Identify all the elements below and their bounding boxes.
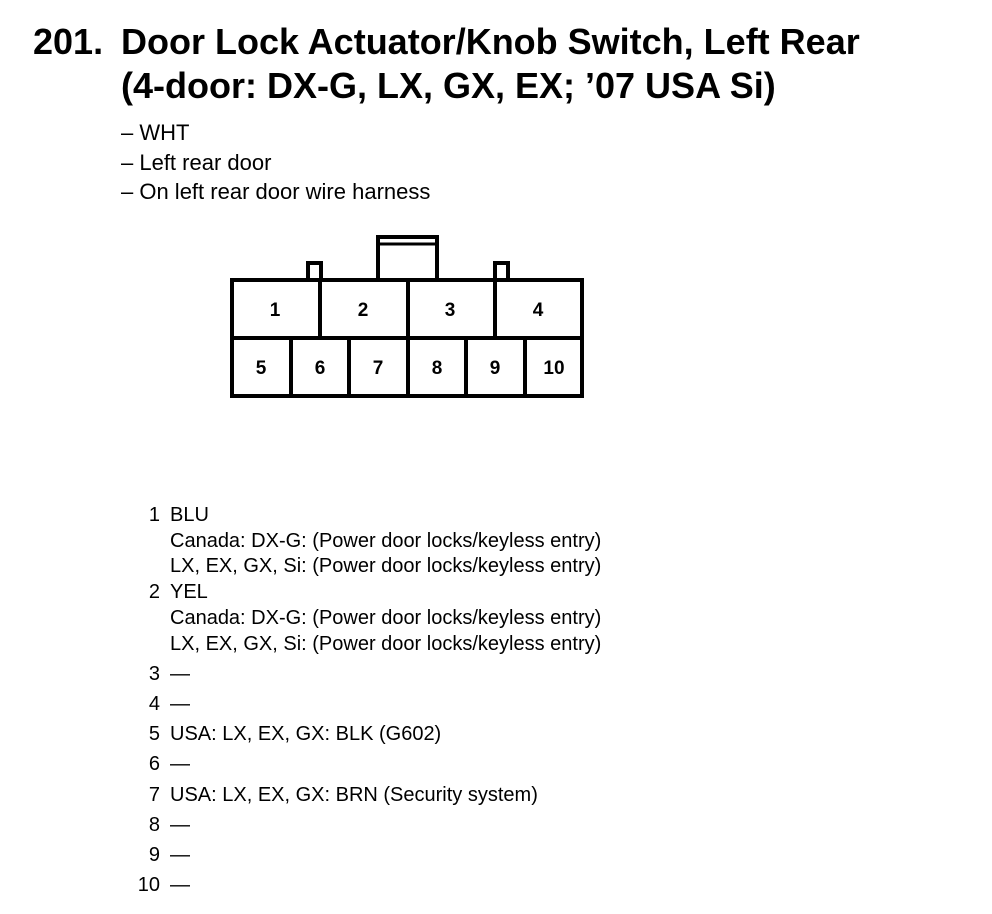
pin-description: USA: LX, EX, GX: BLK (G602) xyxy=(170,723,442,746)
note-location: – Left rear door xyxy=(121,149,272,175)
cavity-8: 8 xyxy=(432,358,443,379)
pin-description: — xyxy=(170,843,190,866)
pin-4: 4 — xyxy=(130,692,601,718)
pin-description: — xyxy=(170,662,190,685)
pin-number: 7 xyxy=(148,783,160,806)
cavity-1: 1 xyxy=(270,300,281,321)
pin-number: 2 xyxy=(148,581,160,604)
pin-description: — xyxy=(170,692,190,715)
connector-latch-right xyxy=(493,261,510,280)
pin-number: 6 xyxy=(148,753,160,776)
cavity-5: 5 xyxy=(256,358,267,379)
pin-5: 5 USA: LX, EX, GX: BLK (G602) xyxy=(130,722,601,748)
pin-number: 5 xyxy=(148,723,160,746)
pin-number: 4 xyxy=(148,692,160,715)
pin-description: Canada: DX-G: (Power door locks/keyless … xyxy=(170,606,602,629)
cavity-9: 9 xyxy=(490,358,501,379)
pin-description: — xyxy=(170,813,190,836)
pin-description: LX, EX, GX, Si: (Power door locks/keyles… xyxy=(170,632,602,655)
pin-description: Canada: DX-G: (Power door locks/keyless … xyxy=(170,529,602,552)
pin-3: 3 — xyxy=(130,662,601,688)
connector-latch-left xyxy=(306,261,323,280)
cavity-2: 2 xyxy=(358,300,369,321)
page-number: 201. xyxy=(33,21,104,62)
pin-description: LX, EX, GX, Si: (Power door locks/keyles… xyxy=(170,555,602,578)
cavity-7: 7 xyxy=(373,358,384,379)
page-title-line-2: (4-door: DX-G, LX, GX, EX; ’07 USA Si) xyxy=(121,65,776,106)
pin-number: 9 xyxy=(148,843,160,866)
pin-wire-color: YEL xyxy=(170,581,208,604)
pin-6: 6 — xyxy=(130,752,601,778)
connector-notes: – WHT – Left rear door – On left rear do… xyxy=(121,118,430,207)
pin-2: 2 YEL Canada: DX-G: (Power door locks/ke… xyxy=(130,580,601,657)
cavity-3: 3 xyxy=(445,300,456,321)
cavity-6: 6 xyxy=(315,358,326,379)
connector-diagram: 1 2 3 4 5 6 7 8 9 10 xyxy=(230,235,584,398)
pin-1: 1 BLU Canada: DX-G: (Power door locks/ke… xyxy=(130,503,601,580)
pin-wire-color: BLU xyxy=(170,504,209,526)
pin-number: 1 xyxy=(148,504,160,526)
pin-number: 10 xyxy=(137,874,160,897)
note-harness: – On left rear door wire harness xyxy=(121,179,431,204)
pin-description: — xyxy=(170,874,190,897)
page-title: Door Lock Actuator/Knob Switch, Left Rea… xyxy=(121,20,860,108)
pin-7: 7 USA: LX, EX, GX: BRN (Security system) xyxy=(130,783,601,809)
pin-description: — xyxy=(170,753,190,776)
note-color: – WHT xyxy=(121,120,190,145)
page-title-line-1: Door Lock Actuator/Knob Switch, Left Rea… xyxy=(121,21,860,62)
pin-description: USA: LX, EX, GX: BRN (Security system) xyxy=(170,783,538,806)
connector-key-tab xyxy=(376,235,439,280)
pin-9: 9 — xyxy=(130,843,601,869)
cavity-4: 4 xyxy=(533,300,544,321)
cavity-10: 10 xyxy=(543,358,564,379)
pin-10: 10 — xyxy=(130,873,601,899)
pin-number: 8 xyxy=(148,813,160,836)
pin-8: 8 — xyxy=(130,813,601,839)
pin-number: 3 xyxy=(148,662,160,685)
pin-list: 1 BLU Canada: DX-G: (Power door locks/ke… xyxy=(130,503,602,903)
